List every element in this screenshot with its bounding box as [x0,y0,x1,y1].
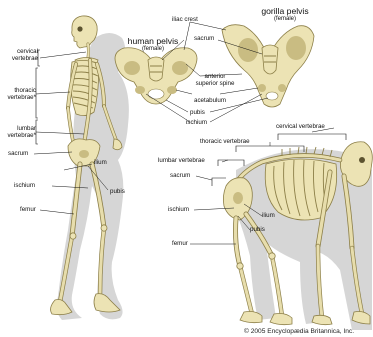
label-gorilla-femur: femur [172,241,188,248]
gorilla-pelvis-detail [222,25,314,107]
gorilla-pelvis-subtitle: (female) [244,16,326,22]
label-pelvis-sacrum: sacrum [194,36,214,43]
label-human-ischium: ischium [14,183,35,190]
label-human-thoracic-2: vertebrae* [2,95,36,102]
label-pelvis-ischium: ischium [186,120,207,127]
label-human-cervical-2: vertebrae [2,56,38,63]
label-gorilla-sacrum: sacrum [170,173,190,180]
gorilla-pelvis-title: gorilla pelvis [244,7,326,16]
label-superior-spine: superior spine [190,81,240,88]
human-pelvis-subtitle: (female) [118,46,188,52]
label-gorilla-lumbar: lumbar vertebrae [158,158,205,165]
copyright-credit: © 2005 Encyclopædia Britannica, Inc. [244,328,373,335]
label-human-femur: femur [20,207,36,214]
label-human-sacrum: sacrum [8,151,28,158]
label-gorilla-cervical: cervical vertebrae [276,124,325,131]
label-human-ilium: ilium [94,160,107,167]
label-gorilla-thoracic: thoracic vertebrae [200,139,250,146]
label-iliac-crest: iliac crest [172,17,198,24]
label-gorilla-ilium: ilium [262,213,275,220]
label-pelvis-pubis: pubis [190,110,205,117]
label-human-lumbar-2: vertebrae* [2,133,36,140]
human-pelvis-title: human pelvis [118,37,188,46]
label-gorilla-pubis: pubis [250,227,265,234]
label-gorilla-ischium: ischium [168,207,189,214]
label-human-pubis: pubis [110,189,125,196]
label-acetabulum: acetabulum [194,98,226,105]
